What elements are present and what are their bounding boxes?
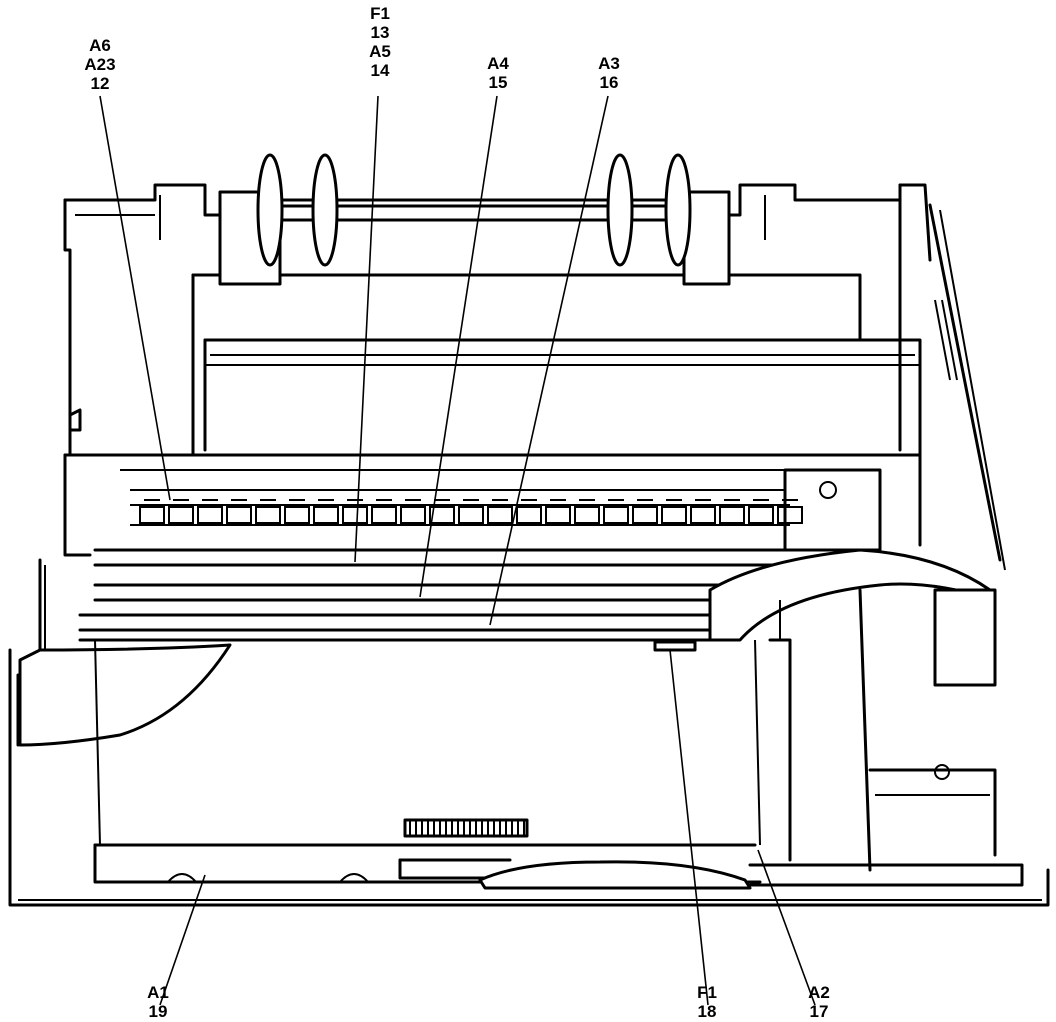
callout-line: A4 — [487, 54, 509, 73]
callout-line: F1 — [370, 4, 390, 23]
typebar-tooth — [487, 506, 513, 524]
typebar-tooth — [313, 506, 339, 524]
typebar-tooth — [400, 506, 426, 524]
typebar-tooth — [574, 506, 600, 524]
callout-line: A1 — [147, 983, 169, 1002]
typebar-tooth — [284, 506, 310, 524]
leader-lines — [99, 95, 816, 1006]
leader-F1-13-A5-14 — [354, 95, 379, 563]
leader-F1-18 — [669, 649, 709, 1006]
callout-F1-18: F1 18 — [684, 983, 730, 1021]
callout-line: 15 — [488, 73, 508, 92]
callout-line: 12 — [90, 74, 110, 93]
callout-line: 18 — [697, 1002, 717, 1021]
typebar-tooth — [690, 506, 716, 524]
typebar-tooth — [168, 506, 194, 524]
callout-line: A2 — [808, 983, 830, 1002]
callout-line: A6 — [89, 36, 111, 55]
callout-F1-13-A5-14: F1 13 A5 14 — [360, 4, 400, 80]
typebar-tooth — [661, 506, 687, 524]
callout-A3-16: A3 16 — [586, 54, 632, 92]
typebar-tooth — [371, 506, 397, 524]
callout-line: 16 — [599, 73, 619, 92]
print-mechanism — [63, 453, 922, 652]
typebar-tooth — [748, 506, 774, 524]
typebar-tooth — [719, 506, 745, 524]
leader-A6-A23-12 — [99, 95, 171, 501]
ribbon-cable-bottom — [478, 860, 752, 890]
rear-housing — [63, 183, 1006, 571]
typebar-tooth — [226, 506, 252, 524]
ribbon-cable-left — [16, 558, 232, 747]
callout-line: 19 — [148, 1002, 168, 1021]
leader-A1-19 — [159, 874, 206, 1006]
feed-rod-assembly — [218, 153, 731, 286]
leader-A3-16 — [489, 95, 609, 626]
typebar-tooth — [777, 506, 803, 524]
callout-A4-15: A4 15 — [475, 54, 521, 92]
callout-line: F1 — [697, 983, 717, 1002]
base-tray — [8, 648, 1050, 907]
typebar-tooth — [603, 506, 629, 524]
callout-line: A23 — [84, 55, 116, 74]
knurled-wheel — [403, 818, 529, 838]
leader-A2-17 — [757, 849, 816, 1006]
callout-A2-17: A2 17 — [796, 983, 842, 1021]
leader-A4-15 — [419, 95, 498, 598]
typebar-tooth — [545, 506, 571, 524]
typebar-tooth — [197, 506, 223, 524]
typebar-tooth — [429, 506, 455, 524]
typebar-tooth — [255, 506, 281, 524]
callout-A1-19: A1 19 — [135, 983, 181, 1021]
typebar-tooth — [139, 506, 165, 524]
callout-line: 13 — [370, 23, 390, 42]
typebar-teeth — [139, 499, 803, 524]
callout-line: 17 — [809, 1002, 829, 1021]
callout-line: 14 — [370, 61, 390, 80]
typebar-tooth — [342, 506, 368, 524]
typebar-tooth — [516, 506, 542, 524]
typebar-tooth — [458, 506, 484, 524]
typebar-tooth — [632, 506, 658, 524]
callout-line: A3 — [598, 54, 620, 73]
inner-body — [94, 639, 761, 846]
callout-line: A5 — [369, 42, 391, 61]
knurl-ticks — [409, 821, 525, 835]
callout-A6-A23-12: A6 A23 12 — [70, 36, 130, 93]
ribbon-cable-right — [708, 548, 1024, 887]
